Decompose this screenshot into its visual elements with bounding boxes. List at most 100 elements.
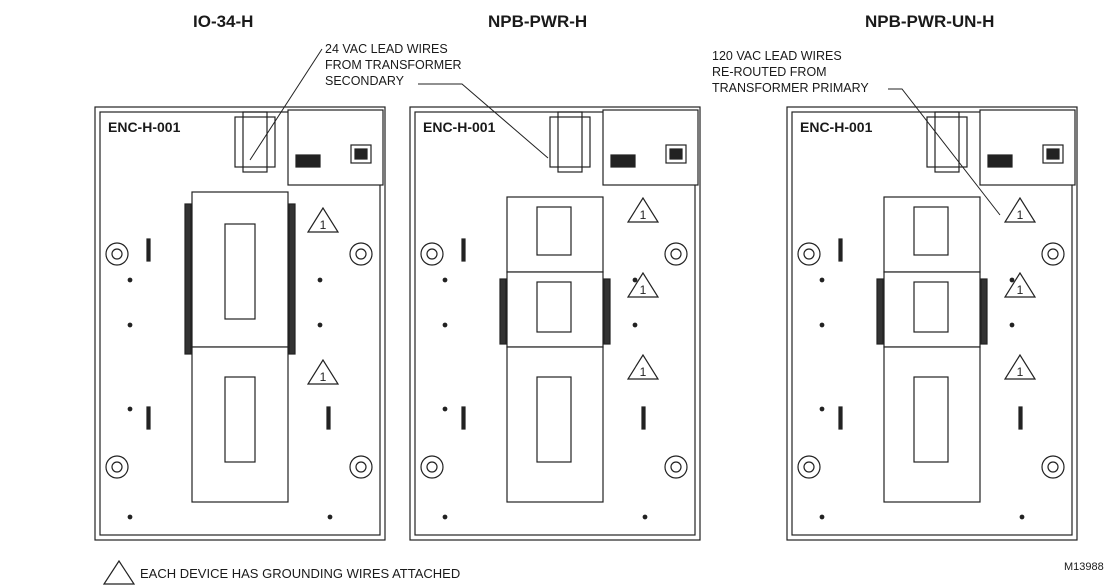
controller-module xyxy=(883,271,981,348)
leader-line-primary xyxy=(888,88,1001,216)
note-1-triangle: 1 xyxy=(626,271,660,298)
svg-text:1: 1 xyxy=(1017,283,1024,297)
mounting-slot xyxy=(838,406,843,430)
terminal-strip xyxy=(603,278,611,345)
module-window xyxy=(536,206,572,256)
title-npb-pwr-un-h: NPB-PWR-UN-H xyxy=(865,12,995,31)
screw-hole xyxy=(819,277,825,283)
screw-hole xyxy=(327,514,333,520)
mounting-slot xyxy=(838,238,843,262)
controller-module xyxy=(883,346,981,503)
mounting-hole xyxy=(105,242,129,266)
controller-module xyxy=(883,196,981,273)
note-1-triangle: 1 xyxy=(1003,196,1037,223)
screw-hole xyxy=(819,406,825,412)
io-module xyxy=(191,191,289,348)
mounting-hole xyxy=(1041,242,1065,266)
terminal-strip xyxy=(980,278,988,345)
mounting-slot xyxy=(326,406,331,430)
legend-text: EACH DEVICE HAS GROUNDING WIRES ATTACHED xyxy=(140,566,461,581)
controller-module xyxy=(506,346,604,503)
callout-120vac-primary: 120 VAC LEAD WIRES RE-ROUTED FROM TRANSF… xyxy=(712,49,869,95)
terminal-strip xyxy=(184,203,192,355)
enclosure-label: ENC-H-001 xyxy=(423,119,496,135)
terminal-strip xyxy=(876,278,884,345)
enclosure-label: ENC-H-001 xyxy=(800,119,873,135)
enclosure-panel: 1 1 1 xyxy=(409,106,701,541)
title-io-34-h: IO-34-H xyxy=(193,12,254,31)
mounting-hole xyxy=(797,242,821,266)
module-window xyxy=(224,223,256,320)
leader-line-secondary-right xyxy=(418,83,549,159)
transformer xyxy=(549,116,591,168)
callout-24vac-secondary: 24 VAC LEAD WIRES FROM TRANSFORMER SECON… xyxy=(325,42,462,88)
io-module xyxy=(191,346,289,503)
note-1-triangle: 1 xyxy=(626,353,660,380)
svg-text:1: 1 xyxy=(640,283,647,297)
screw-hole xyxy=(317,322,323,328)
mounting-hole xyxy=(420,242,444,266)
power-box xyxy=(979,109,1076,186)
mounting-slot xyxy=(461,238,466,262)
module-window xyxy=(536,281,572,333)
controller-module xyxy=(506,271,604,348)
mounting-slot xyxy=(146,238,151,262)
mounting-hole xyxy=(420,455,444,479)
mounting-hole xyxy=(664,242,688,266)
figure-id: M13988 xyxy=(1064,561,1104,573)
screw-hole xyxy=(317,277,323,283)
mounting-hole xyxy=(105,455,129,479)
screw-hole xyxy=(632,277,638,283)
terminal-strip xyxy=(288,203,296,355)
fuse-block xyxy=(610,154,636,168)
screw-hole xyxy=(819,322,825,328)
module-window xyxy=(913,206,949,256)
note-1-triangle: 1 xyxy=(1003,353,1037,380)
terminal-strip xyxy=(499,278,507,345)
screw-hole xyxy=(442,406,448,412)
screw-hole xyxy=(819,514,825,520)
mounting-hole xyxy=(349,455,373,479)
screw-hole xyxy=(127,406,133,412)
fuse-block xyxy=(295,154,321,168)
module-window xyxy=(913,281,949,333)
screw-hole xyxy=(642,514,648,520)
enclosure-panel: 1 1 1 xyxy=(786,106,1078,541)
svg-text:1: 1 xyxy=(1017,208,1024,222)
screw-hole xyxy=(442,277,448,283)
note-1-triangle: 1 xyxy=(306,206,340,233)
svg-text:1: 1 xyxy=(320,218,327,232)
note-1-triangle: 1 xyxy=(1003,271,1037,298)
legend-note-triangle xyxy=(102,559,136,585)
controller-module xyxy=(506,196,604,273)
power-box xyxy=(287,109,384,186)
enclosure-panel: 11 xyxy=(94,106,386,541)
svg-text:1: 1 xyxy=(640,365,647,379)
mounting-hole xyxy=(664,455,688,479)
svg-text:1: 1 xyxy=(640,208,647,222)
mounting-slot xyxy=(146,406,151,430)
screw-hole xyxy=(442,322,448,328)
screw-hole xyxy=(442,514,448,520)
leader-line-secondary-left xyxy=(249,48,323,161)
mounting-hole xyxy=(349,242,373,266)
screw-hole xyxy=(1009,277,1015,283)
mounting-hole xyxy=(1041,455,1065,479)
screw-hole xyxy=(127,277,133,283)
module-window xyxy=(913,376,949,463)
module-window xyxy=(224,376,256,463)
svg-text:1: 1 xyxy=(1017,365,1024,379)
enclosure-label: ENC-H-001 xyxy=(108,119,181,135)
mounting-slot xyxy=(1018,406,1023,430)
outlet xyxy=(665,144,687,164)
screw-hole xyxy=(127,514,133,520)
module-window xyxy=(536,376,572,463)
note-1-triangle: 1 xyxy=(306,358,340,385)
mounting-hole xyxy=(797,455,821,479)
note-1-triangle: 1 xyxy=(626,196,660,223)
fuse-block xyxy=(987,154,1013,168)
mounting-slot xyxy=(461,406,466,430)
svg-text:1: 1 xyxy=(320,370,327,384)
transformer xyxy=(926,116,968,168)
